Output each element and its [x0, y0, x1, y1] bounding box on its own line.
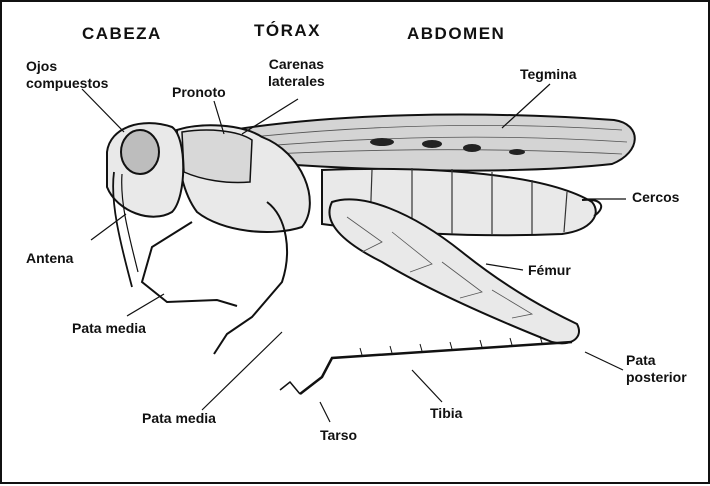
label-hind-leg-line1: Pata — [626, 352, 687, 369]
label-lateral-carinae-line2: laterales — [268, 73, 325, 90]
label-compound-eyes-line1: Ojos — [26, 58, 108, 75]
label-antenna: Antena — [26, 250, 73, 267]
region-thorax: TÓRAX — [254, 21, 321, 41]
hind-tarsus — [280, 382, 300, 394]
label-lateral-carinae: Carenas laterales — [268, 56, 325, 90]
label-tibia: Tibia — [430, 405, 462, 422]
label-hind-leg-line2: posterior — [626, 369, 687, 386]
compound-eye — [121, 130, 159, 174]
label-middle-leg-lower: Pata media — [142, 410, 216, 427]
hind-tibia — [300, 342, 572, 394]
pronotum-plate — [182, 130, 252, 182]
label-lateral-carinae-line1: Carenas — [268, 56, 325, 73]
label-tegmen: Tegmina — [520, 66, 577, 83]
label-compound-eyes-line2: compuestos — [26, 75, 108, 92]
label-compound-eyes: Ojos compuestos — [26, 58, 108, 92]
label-cerci: Cercos — [632, 189, 679, 206]
label-femur: Fémur — [528, 262, 571, 279]
region-head: CABEZA — [82, 24, 162, 44]
label-hind-leg: Pata posterior — [626, 352, 687, 386]
label-pronotum: Pronoto — [172, 84, 226, 101]
label-middle-leg-upper: Pata media — [72, 320, 146, 337]
front-leg — [142, 222, 237, 306]
label-tarsus: Tarso — [320, 427, 357, 444]
region-abdomen: ABDOMEN — [407, 24, 505, 44]
